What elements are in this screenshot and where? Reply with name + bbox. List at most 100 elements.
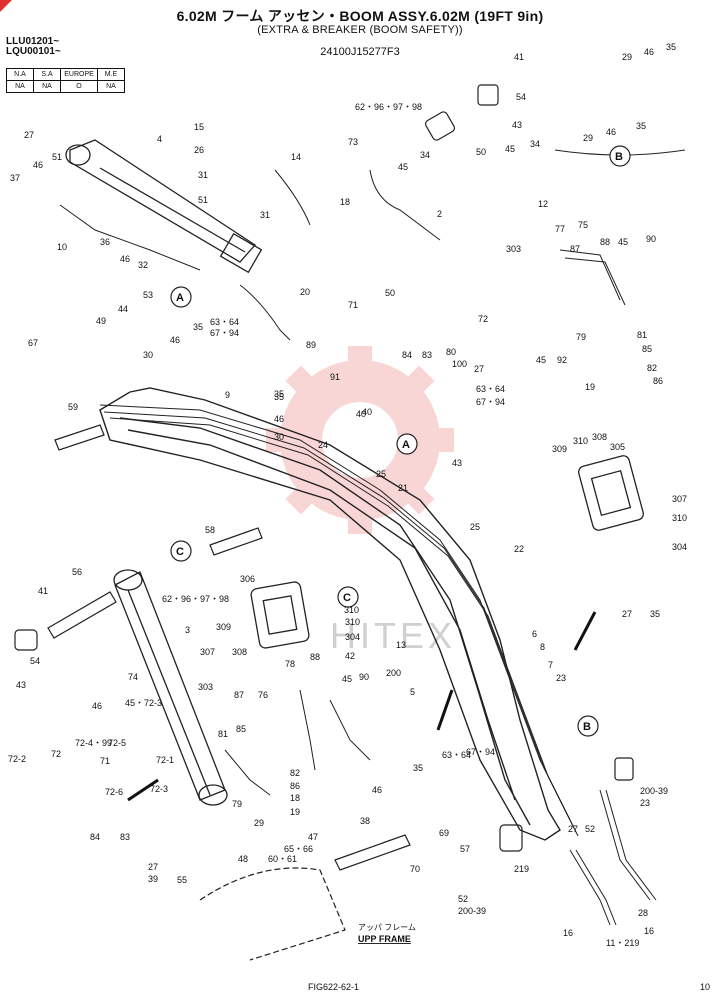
callout-c-label: C [176, 546, 184, 558]
part-label: 74 [128, 672, 138, 682]
part-label: 51 [198, 195, 208, 205]
callout-b-label: B [583, 721, 591, 733]
part-label: 67・94 [466, 747, 495, 757]
part-label: 310 [344, 605, 359, 615]
part-label: 309 [552, 444, 567, 454]
part-label: 46 [274, 414, 284, 424]
part-label: 89 [306, 340, 316, 350]
part-label: 35 [636, 121, 646, 131]
part-label: 7 [548, 660, 553, 670]
safety-valves [250, 455, 644, 649]
part-label: 310 [672, 513, 687, 523]
part-label: 62・96・97・98 [162, 594, 229, 604]
part-label: 71 [348, 300, 358, 310]
part-label: 35 [274, 389, 284, 399]
part-label: 44 [118, 304, 128, 314]
part-label: 72-1 [156, 755, 174, 765]
corner-mark [0, 0, 12, 12]
part-label: 8 [540, 642, 545, 652]
callout-b: B B [577, 145, 631, 737]
part-label: 58 [205, 525, 215, 535]
part-label: 307 [672, 494, 687, 504]
part-label: 308 [592, 432, 607, 442]
part-label: 75 [578, 220, 588, 230]
part-label: 34 [420, 150, 430, 160]
part-label: 63・64 [210, 317, 239, 327]
part-label: 88 [600, 237, 610, 247]
part-label: 305 [610, 442, 625, 452]
part-label: 46 [33, 160, 43, 170]
part-label: 79 [232, 799, 242, 809]
part-label: 54 [516, 92, 526, 102]
figure-number: FIG622-62-1 [308, 982, 360, 992]
part-label: 48 [238, 854, 248, 864]
part-label: 43 [512, 120, 522, 130]
part-label: 72-3 [150, 784, 168, 794]
part-label: 19 [290, 807, 300, 817]
part-label: 45・72-3 [125, 698, 162, 708]
part-label: 16 [563, 928, 573, 938]
boom-cylinder-upper [65, 139, 263, 274]
part-number: 24100J15277F3 [320, 46, 400, 58]
part-label: 200-39 [458, 906, 486, 916]
part-label: 46 [606, 127, 616, 137]
part-label: 45 [505, 144, 515, 154]
part-label: 52 [585, 824, 595, 834]
part-labels: 415462・96・97・984315263151311442746513710… [8, 42, 687, 948]
part-label: 14 [291, 152, 301, 162]
part-label: 88 [310, 652, 320, 662]
part-label: 18 [290, 793, 300, 803]
part-label: 51 [52, 152, 62, 162]
part-label: 310 [573, 436, 588, 446]
part-label: 72-2 [8, 754, 26, 764]
part-label: 82 [290, 768, 300, 778]
part-label: 83 [120, 832, 130, 842]
part-label: 46 [372, 785, 382, 795]
part-label: 79 [576, 332, 586, 342]
part-label: 63・64 [476, 384, 505, 394]
part-label: 16 [644, 926, 654, 936]
part-label: 4 [157, 134, 162, 144]
part-label: 86 [290, 781, 300, 791]
callout-c-label: C [343, 592, 351, 604]
part-label: 77 [555, 224, 565, 234]
part-label: 2 [437, 209, 442, 219]
part-label: 35 [193, 322, 203, 332]
part-label: 47 [308, 832, 318, 842]
part-label: 85 [642, 344, 652, 354]
part-label: 15 [194, 122, 204, 132]
part-label: 84 [90, 832, 100, 842]
part-label: 30 [143, 350, 153, 360]
part-label: 87 [570, 244, 580, 254]
availability-value: NA [97, 80, 125, 93]
part-label: 72-6 [105, 787, 123, 797]
part-label: 35 [413, 763, 423, 773]
part-label: 90 [646, 234, 656, 244]
part-label: 54 [30, 656, 40, 666]
part-label: 91 [330, 372, 340, 382]
part-label: 70 [410, 864, 420, 874]
part-label: 41 [514, 52, 524, 62]
boom-body [99, 387, 561, 841]
upper-frame-label-jp: アッパ フレーム [358, 923, 416, 932]
part-label: 86 [653, 376, 663, 386]
part-label: 62・96・97・98 [355, 102, 422, 112]
part-label: 72-4・99 [75, 738, 112, 748]
availability-table: N.A S.A EUROPE M.E NA NA O NA [6, 68, 125, 93]
part-label: 29 [254, 818, 264, 828]
part-label: 200 [386, 668, 401, 678]
part-label: 56 [72, 567, 82, 577]
part-label: 35 [274, 392, 284, 402]
part-label: 28 [638, 908, 648, 918]
part-label: 27 [622, 609, 632, 619]
part-label: 52 [458, 894, 468, 904]
part-label: 307 [200, 647, 215, 657]
availability-value: O [60, 80, 98, 93]
callout-b-label: B [615, 151, 623, 163]
part-label: 6 [532, 629, 537, 639]
part-label: 27 [568, 824, 578, 834]
part-label: 303 [506, 244, 521, 254]
part-label: 55 [177, 875, 187, 885]
pointer-arrows [127, 611, 597, 802]
part-label: 9 [225, 390, 230, 400]
